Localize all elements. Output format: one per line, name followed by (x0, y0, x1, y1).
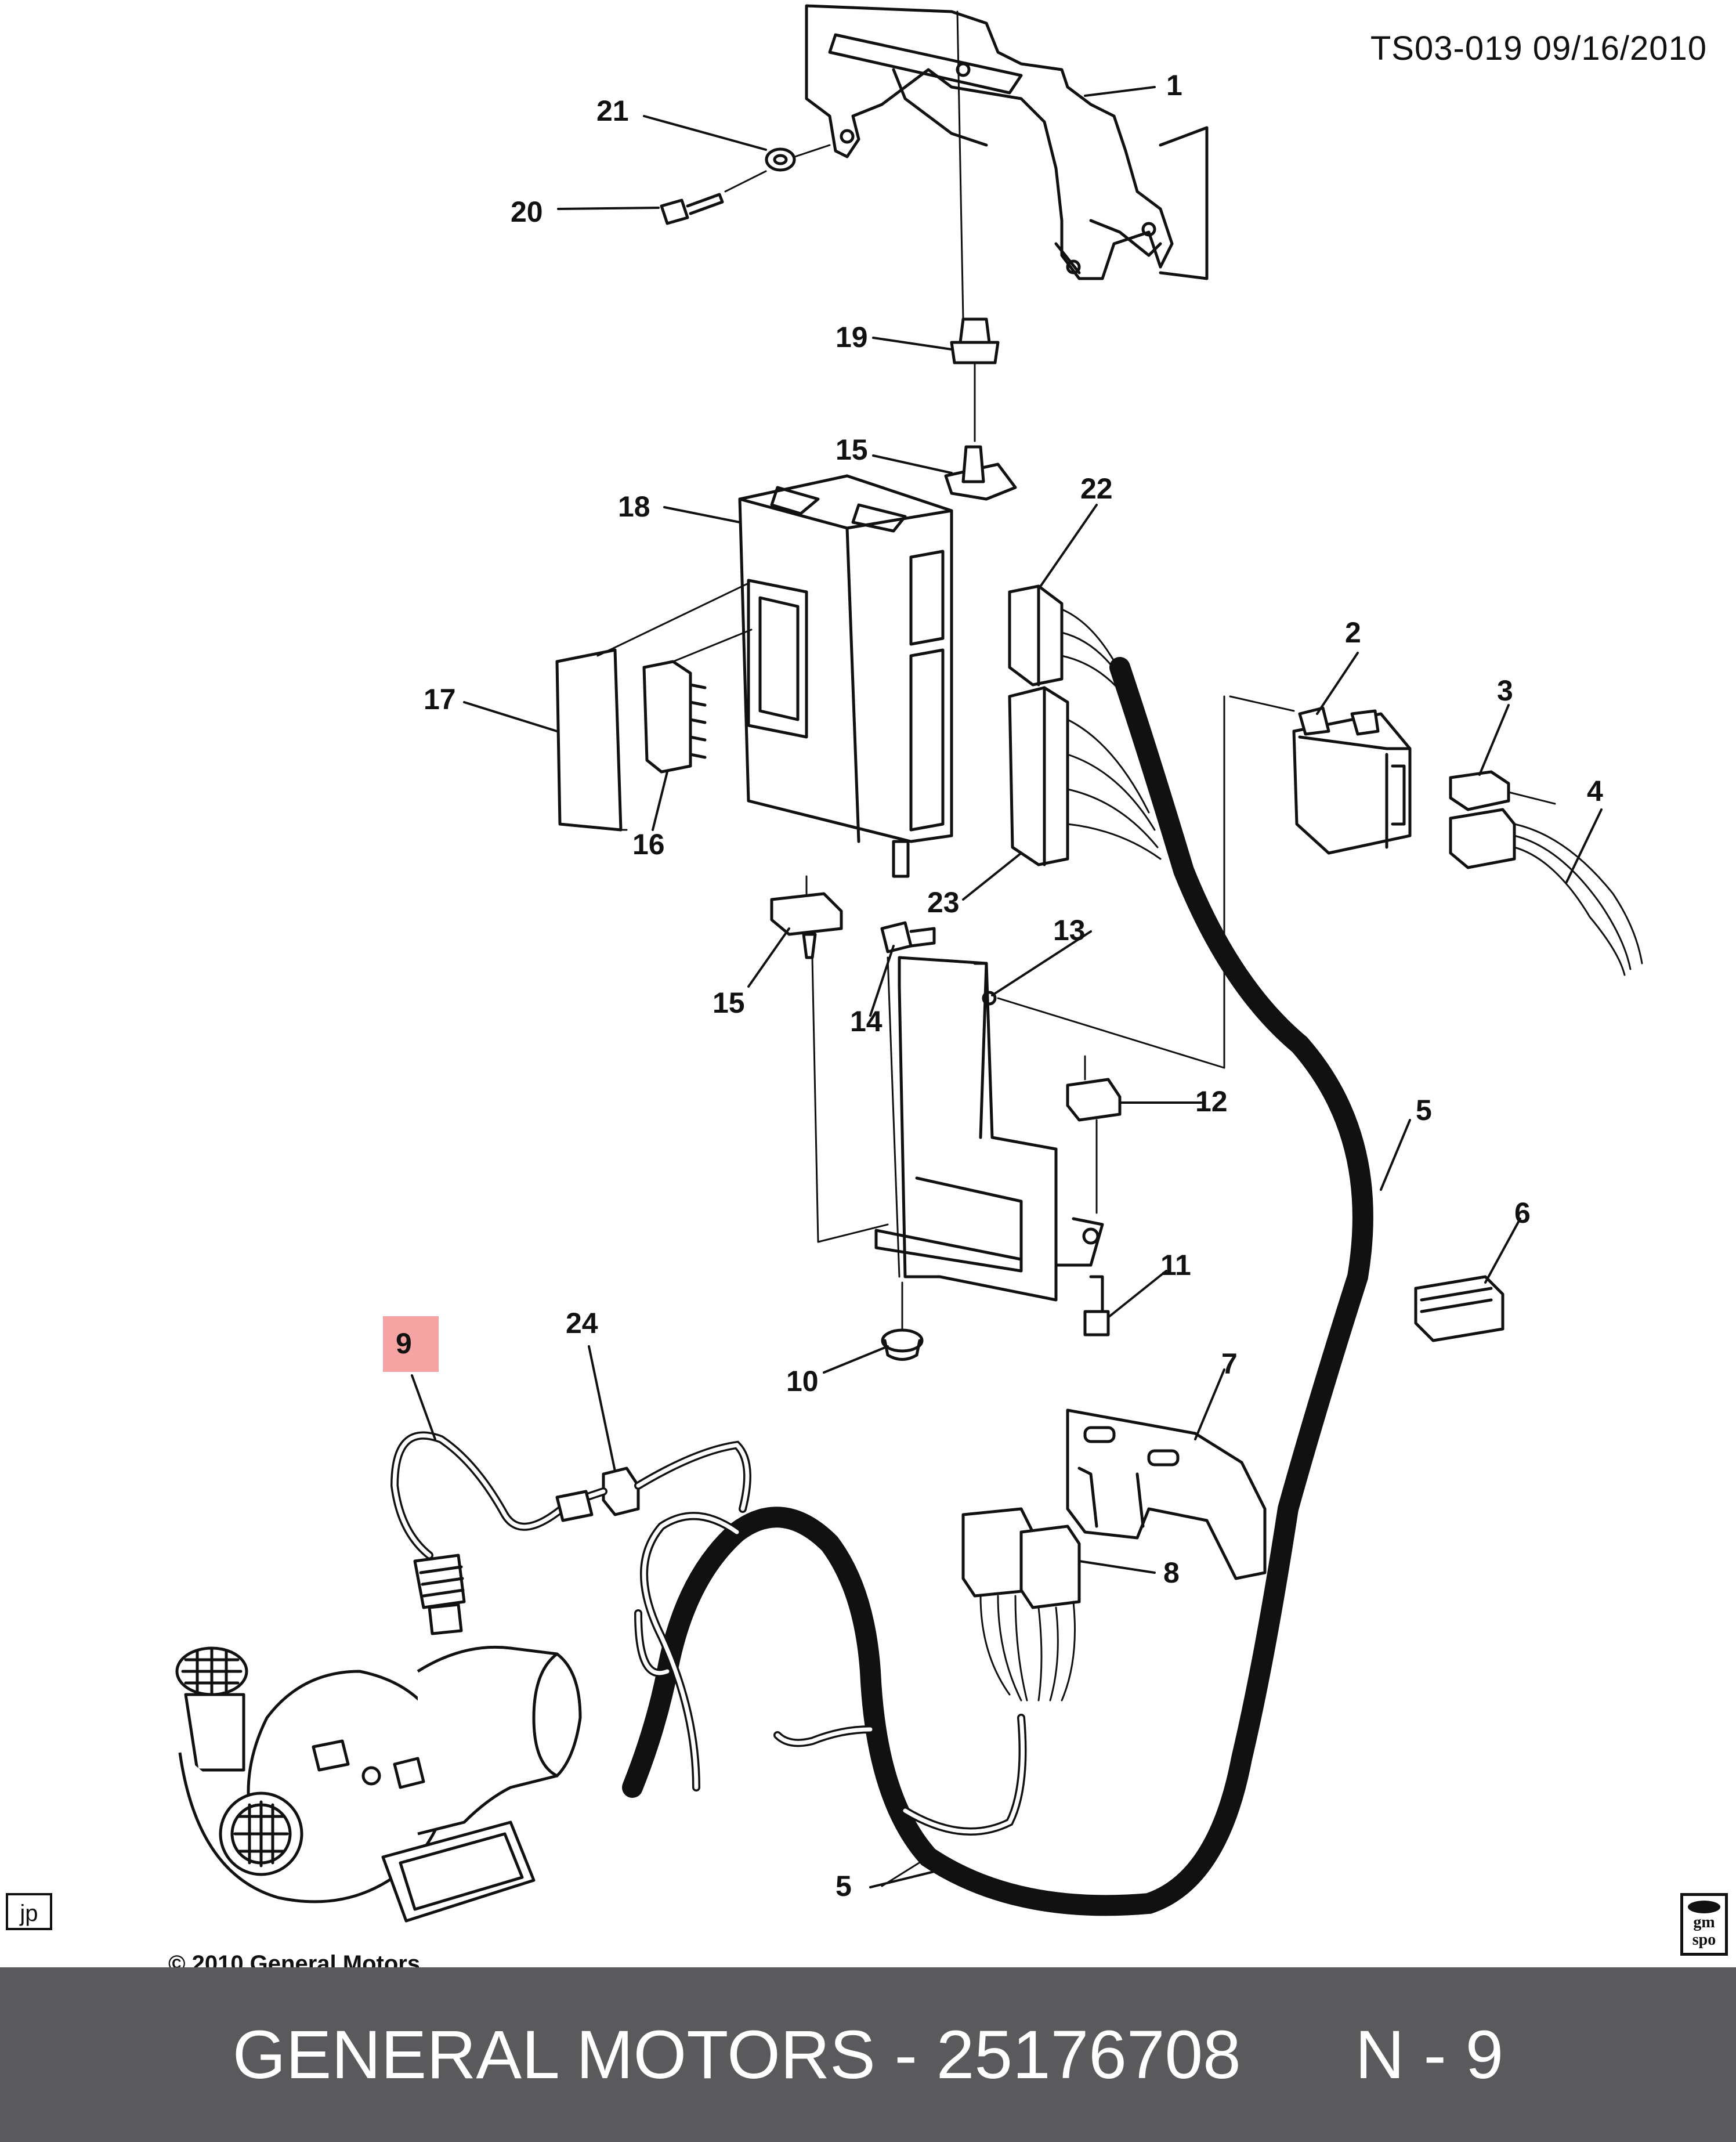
part-15-clip-lower (770, 875, 843, 959)
part-3-connector (1449, 770, 1556, 811)
callout-5-lower[interactable]: 5 (836, 1870, 852, 1902)
callout-20[interactable]: 20 (511, 196, 543, 228)
callout-9[interactable]: 9 (396, 1327, 412, 1360)
callout-5[interactable]: 5 (1416, 1094, 1432, 1126)
part-22-connector (1008, 584, 1064, 687)
highlight-callout-9 (383, 1316, 439, 1372)
part-24-connector (602, 1440, 751, 1516)
leader-lines (411, 86, 1603, 1888)
part-7-bracket (1066, 1408, 1267, 1580)
exploded-view-drawing (175, 4, 1643, 1923)
part-1-bracket (805, 4, 1209, 320)
part-6-clip (1414, 1275, 1504, 1342)
part-19-stud (950, 317, 1000, 442)
callout-16[interactable]: 16 (632, 828, 665, 861)
part-14-bolt (880, 921, 936, 953)
callout-3[interactable]: 3 (1497, 674, 1513, 707)
part-17-cover (555, 582, 750, 832)
part-13-bracket (811, 956, 1225, 1302)
callout-14[interactable]: 14 (850, 1005, 883, 1038)
part-8-relays (961, 1507, 1081, 1702)
footer-bar: GENERAL MOTORS - 25176708 N - 9 (0, 1967, 1736, 2142)
footer-brand: GENERAL MOTORS (232, 2016, 876, 2093)
part-10-grommet (881, 1281, 924, 1361)
callout-19[interactable]: 19 (836, 321, 868, 353)
part-18-module (738, 474, 953, 878)
callout-4[interactable]: 4 (1587, 775, 1603, 807)
callout-6[interactable]: 6 (1514, 1197, 1531, 1229)
gm-spo-logo: gm spo (1680, 1893, 1728, 1956)
footer-separator: - (875, 2016, 936, 2093)
callout-24[interactable]: 24 (566, 1307, 598, 1339)
callout-1[interactable]: 1 (1166, 69, 1182, 102)
callout-13[interactable]: 13 (1053, 914, 1086, 947)
callout-23[interactable]: 23 (927, 886, 960, 919)
callout-17[interactable]: 17 (424, 683, 456, 716)
footer-part-number: 25176708 (936, 2016, 1241, 2093)
callout-11[interactable]: 11 (1160, 1249, 1191, 1281)
footer-position-label: N - 9 (1355, 2016, 1504, 2093)
part-23-connector (1008, 686, 1069, 866)
part-12-clip (1066, 1055, 1122, 1214)
callout-15-lower[interactable]: 15 (713, 987, 745, 1019)
gm-logo-text: gm (1693, 1913, 1715, 1931)
callout-12[interactable]: 12 (1195, 1085, 1228, 1118)
part-20-screw (660, 170, 767, 225)
part-21-washer (765, 144, 831, 172)
exhaust-manifold (175, 1645, 582, 1923)
gm-logo-oval-icon (1688, 1901, 1720, 1913)
jp-badge: jp (6, 1893, 52, 1930)
spo-logo-text: spo (1692, 1931, 1716, 1949)
parts-diagram: TS03-019 09/16/2010 1 2 3 4 5 5 6 7 8 9 … (6, 4, 1728, 1977)
footer-caption: GENERAL MOTORS - 25176708 N - 9 (0, 1967, 1736, 2142)
callout-22[interactable]: 22 (1080, 472, 1113, 505)
callout-8[interactable]: 8 (1163, 1556, 1180, 1589)
footer-gap (1241, 2015, 1355, 2094)
callout-18[interactable]: 18 (618, 490, 650, 523)
part-5-loom (622, 657, 1373, 1916)
part-15-clip-top (944, 445, 1017, 501)
part-16-chip (642, 628, 753, 774)
callout-21[interactable]: 21 (596, 95, 629, 127)
part-4-pigtail (1449, 808, 1643, 976)
diagram-reference-code: TS03-019 09/16/2010 (1370, 30, 1707, 67)
part-2-module (1223, 695, 1412, 1069)
callout-7[interactable]: 7 (1221, 1348, 1238, 1380)
part-9-oxygen-sensor (390, 1431, 607, 1675)
callout-2[interactable]: 2 (1345, 616, 1361, 649)
part-11-screw (1083, 1275, 1110, 1337)
callout-10[interactable]: 10 (786, 1365, 819, 1397)
callout-15-top[interactable]: 15 (836, 434, 868, 466)
